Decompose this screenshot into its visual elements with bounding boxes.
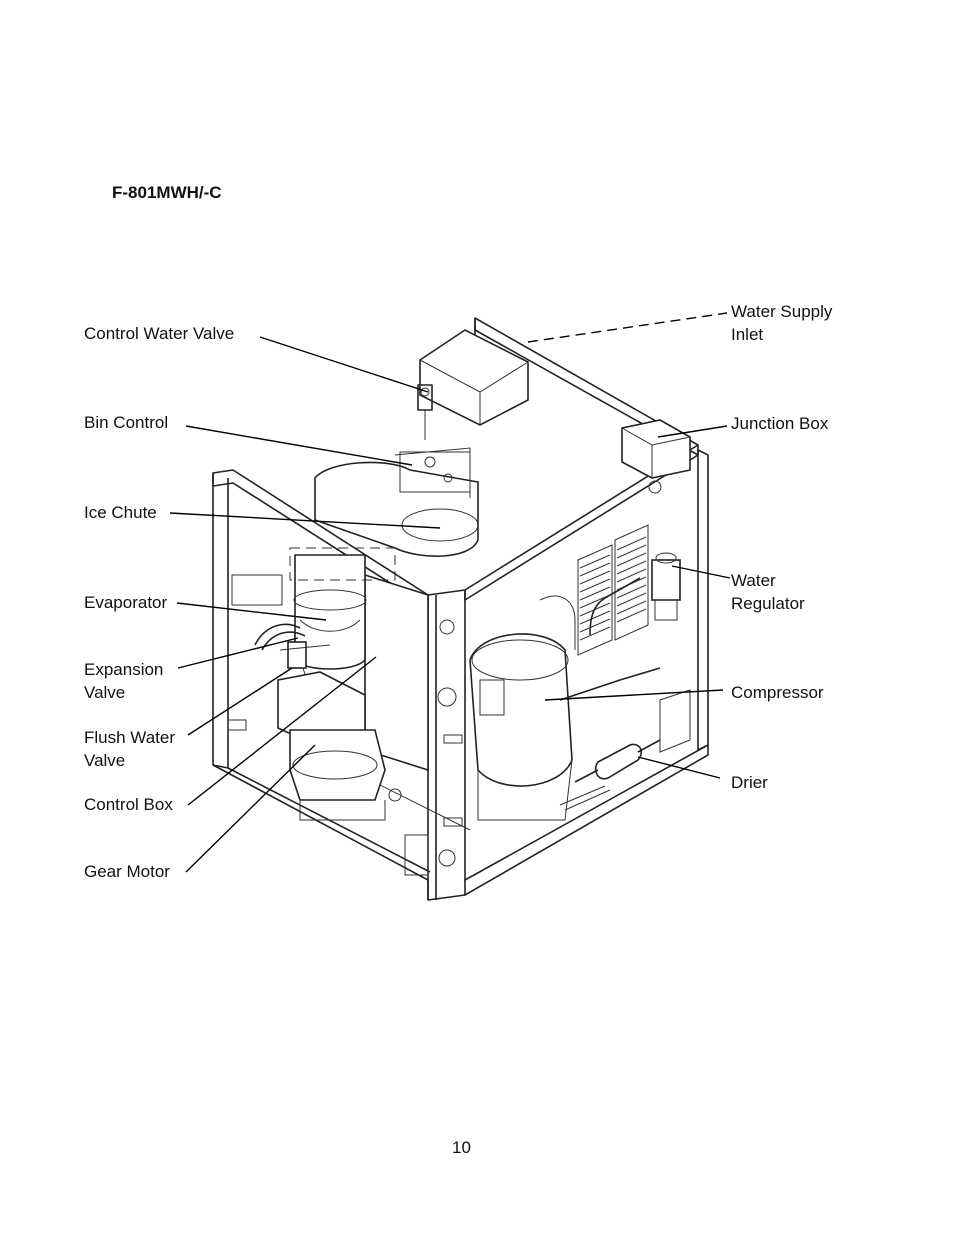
leader-ice-chute xyxy=(169,512,441,529)
label-flush-water-valve-line2: Valve xyxy=(84,751,126,770)
leader-control-water-valve xyxy=(259,336,429,393)
label-water-regulator-line1: Water xyxy=(731,571,776,590)
label-control-water-valve: Control Water Valve xyxy=(84,324,235,343)
compressor xyxy=(469,595,661,821)
label-expansion-valve-line1: Expansion xyxy=(84,660,164,679)
model-title: F-801MWH/-C xyxy=(112,183,222,202)
lower-right-frame xyxy=(559,689,691,811)
label-drier: Drier xyxy=(731,773,768,792)
label-gear-motor: Gear Motor xyxy=(84,862,170,881)
leader-control-box xyxy=(187,656,377,806)
control-box-panel xyxy=(364,573,463,876)
leader-compressor xyxy=(544,689,724,701)
leader-junction-box xyxy=(657,425,728,438)
label-flush-water-valve-line1: Flush Water xyxy=(84,728,176,747)
label-water-supply-inlet-line2: Inlet xyxy=(731,325,764,344)
label-water-supply-inlet: Water Supply Inlet xyxy=(731,300,832,346)
leader-water-regulator xyxy=(671,565,731,579)
label-water-regulator: Water Regulator xyxy=(731,569,805,615)
label-ice-chute: Ice Chute xyxy=(84,503,157,522)
label-compressor: Compressor xyxy=(731,683,824,702)
page-number: 10 xyxy=(452,1138,471,1157)
leader-gear-motor xyxy=(185,744,316,873)
water-regulator xyxy=(589,552,681,636)
leader-water-supply-inlet xyxy=(527,312,728,343)
left-side-components xyxy=(227,574,402,802)
label-flush-water-valve: Flush Water Valve xyxy=(84,726,175,772)
leader-bin-control xyxy=(185,425,413,466)
leader-evaporator xyxy=(176,602,327,621)
label-expansion-valve-line2: Valve xyxy=(84,683,126,702)
label-water-regulator-line2: Regulator xyxy=(731,594,805,613)
leader-drier xyxy=(637,756,721,779)
label-water-supply-inlet-line1: Water Supply xyxy=(731,302,833,321)
label-evaporator: Evaporator xyxy=(84,593,168,612)
label-bin-control: Bin Control xyxy=(84,413,169,432)
leader-flush-water-valve xyxy=(187,667,293,736)
leader-expansion-valve xyxy=(177,637,299,669)
gear-motor xyxy=(277,671,386,821)
leader-lines xyxy=(169,312,731,873)
label-control-box: Control Box xyxy=(84,795,173,814)
label-junction-box: Junction Box xyxy=(731,414,829,433)
label-expansion-valve: Expansion Valve xyxy=(84,658,163,704)
drier xyxy=(574,739,661,783)
cabinet-frame xyxy=(212,317,709,901)
top-valve-box xyxy=(417,329,529,440)
condenser-grille xyxy=(577,524,649,656)
ice-chute xyxy=(314,447,479,557)
